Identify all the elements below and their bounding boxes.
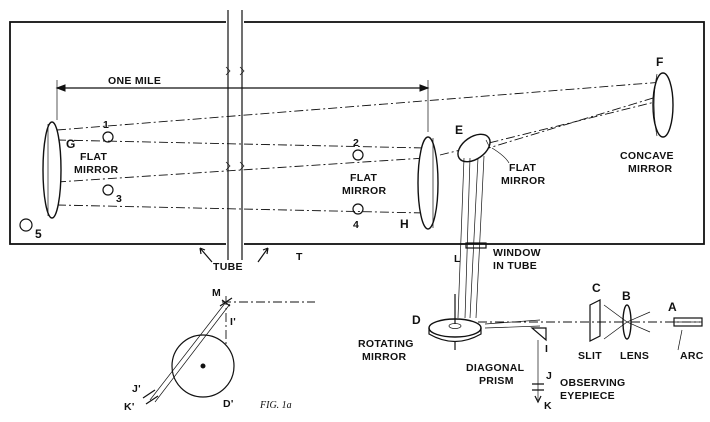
inset-letter-j: J' — [132, 383, 141, 395]
mirror-f-label-1: CONCAVE — [620, 150, 674, 162]
cone-e-d-outer — [457, 155, 485, 319]
inset-letter-d: D' — [223, 398, 234, 410]
mirror-f-letter: F — [656, 55, 663, 69]
point-2-label: 2 — [353, 137, 359, 149]
point-4-marker — [352, 203, 364, 215]
mirror-g — [42, 121, 62, 219]
eyepiece-label-2: EYEPIECE — [560, 390, 615, 402]
eyepiece-letter-k: K — [544, 400, 552, 412]
inset-mirror-center — [200, 363, 206, 369]
path-g-f — [56, 81, 664, 131]
path-g-h-2 — [56, 157, 426, 183]
window-letter: L — [454, 253, 461, 265]
one-mile-label: ONE MILE — [108, 75, 161, 87]
mirror-h-label-1: FLAT — [350, 172, 378, 184]
point-3-marker — [102, 184, 114, 196]
mirror-h-letter: H — [400, 217, 409, 231]
mirror-g-label-1: FLAT — [80, 151, 108, 163]
inset-rotating-mirror — [171, 334, 235, 398]
arc-label: ARC — [680, 350, 704, 362]
mirror-h — [417, 136, 439, 230]
dimension-arrows — [55, 84, 430, 92]
tube-label: TUBE — [213, 261, 243, 273]
beam-d-prism — [484, 319, 541, 329]
mirror-g-letter: G — [66, 137, 75, 151]
mirror-e-edge — [485, 139, 491, 149]
tube-outline — [9, 21, 705, 245]
rotating-mirror-letter: D — [412, 313, 421, 327]
eyepiece-label-1: OBSERVING — [560, 377, 626, 389]
rotating-mirror-label-2: MIRROR — [362, 351, 406, 363]
point-1-label: 1 — [103, 119, 109, 131]
point-4-label: 4 — [353, 219, 359, 231]
mirror-g-label-2: MIRROR — [74, 164, 118, 176]
mirror-e-label-2: MIRROR — [501, 175, 545, 187]
eyepiece-letter-j: J — [546, 370, 552, 382]
diagonal-prism — [530, 327, 547, 342]
mirror-f-label-2: MIRROR — [628, 163, 672, 175]
arc-letter: A — [668, 300, 677, 314]
point-5-marker — [19, 218, 33, 232]
tube-break-gap — [226, 10, 244, 260]
mirror-e-leader — [491, 147, 510, 164]
point-3-label: 3 — [116, 193, 122, 205]
lens-rays — [603, 304, 651, 340]
break-mark-lower — [225, 161, 245, 171]
slit-label: SLIT — [578, 350, 602, 362]
prism-label-2: PRISM — [479, 375, 514, 387]
window-label-1: WINDOW — [493, 247, 541, 259]
window-in-tube — [465, 242, 487, 249]
break-mark-upper — [225, 66, 245, 76]
inset-ray-2 — [154, 303, 231, 403]
inset-eyepiece — [142, 389, 159, 405]
path-g-h-1 — [56, 139, 426, 149]
point-2-marker — [352, 149, 364, 161]
path-g-h-3 — [56, 204, 426, 214]
tube-arrow-left — [199, 247, 213, 263]
point-1-marker — [102, 131, 114, 143]
window-label-2: IN TUBE — [493, 260, 537, 272]
lens-label: LENS — [620, 350, 649, 362]
mirror-h-label-2: MIRROR — [342, 185, 386, 197]
tube-letter: T — [296, 251, 303, 263]
prism-letter: I — [545, 343, 548, 355]
rotating-mirror-label-1: ROTATING — [358, 338, 414, 350]
mirror-e — [457, 133, 491, 163]
slit — [589, 299, 601, 342]
path-e-f — [481, 94, 664, 151]
tube-arrow-right — [257, 247, 269, 263]
prism-label-1: DIAGONAL — [466, 362, 525, 374]
slit-letter: C — [592, 281, 601, 295]
inset-letter-i: I' — [230, 316, 236, 328]
mirror-f — [652, 72, 674, 138]
lens-letter: B — [622, 289, 631, 303]
inset-ray-1 — [149, 301, 227, 401]
arc-leader — [677, 329, 683, 351]
point-5-label: 5 — [35, 227, 42, 241]
inset-letter-m: M — [212, 287, 221, 299]
mirror-f-curve — [653, 73, 658, 137]
cone-e-d-inner — [464, 157, 479, 319]
figure-caption: FIG. 1a — [259, 400, 292, 411]
eyepiece-lenses — [532, 383, 544, 404]
inset-letter-k: K' — [124, 401, 135, 413]
mirror-e-label-1: FLAT — [509, 162, 537, 174]
mirror-e-letter: E — [455, 123, 463, 137]
